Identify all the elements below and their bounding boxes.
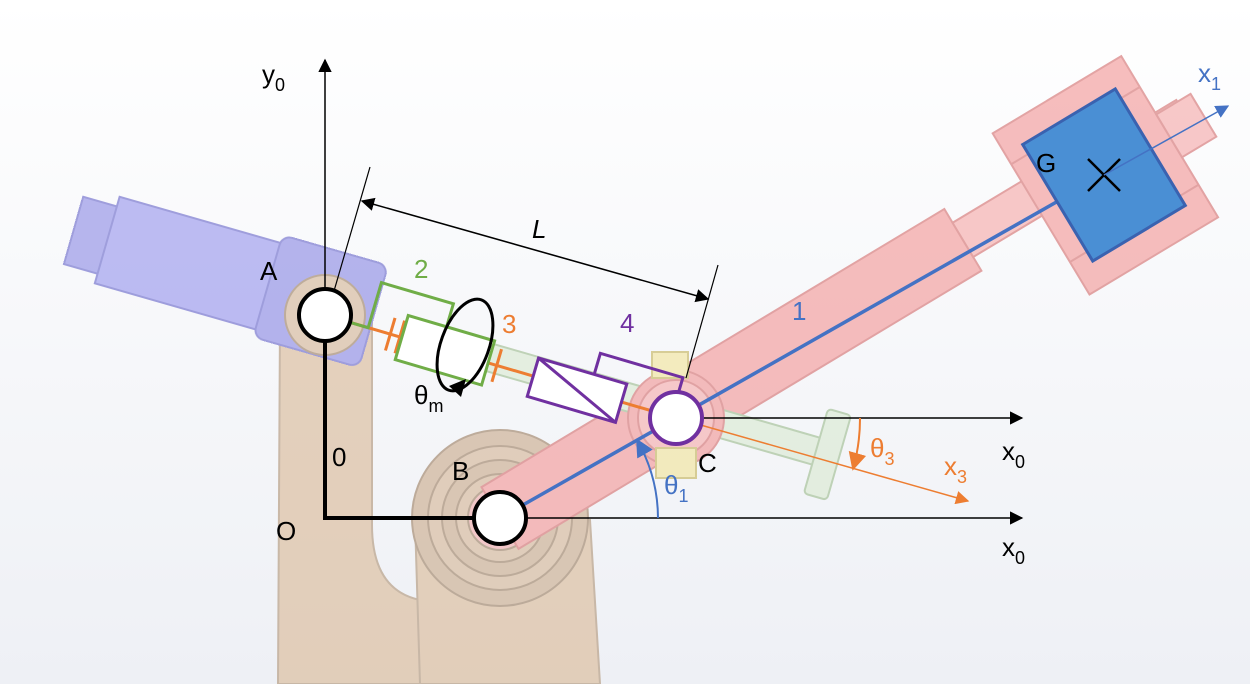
link-3-label: 3 <box>502 309 516 339</box>
x1-axis-arrow <box>1103 105 1230 176</box>
link-0-label: 0 <box>332 442 346 472</box>
origin-o-label: O <box>276 516 296 546</box>
point-g-label: G <box>1036 148 1056 178</box>
y0-label: y0 <box>262 59 285 95</box>
x0-lower-label: x0 <box>1002 532 1025 568</box>
link-1-line <box>499 173 1105 520</box>
link-1-label: 1 <box>792 296 806 326</box>
dimension-line-l <box>360 197 710 303</box>
joint-a <box>297 287 353 343</box>
thetam-label: θm <box>414 380 443 416</box>
point-b-label: B <box>452 456 469 486</box>
x0-upper-label: x0 <box>1002 436 1025 472</box>
link-2-label: 2 <box>414 254 428 284</box>
link-4-label: 4 <box>620 308 634 338</box>
x3-label: x3 <box>944 451 967 487</box>
theta3-label: θ3 <box>870 433 894 469</box>
theta1-label: θ1 <box>664 470 688 506</box>
dimension-extension-right <box>685 264 719 379</box>
theta1-arc <box>636 438 659 519</box>
joint-b <box>472 490 528 546</box>
theta3-arc <box>848 417 867 471</box>
x3-axis-arrow <box>675 417 970 505</box>
x1-label: x1 <box>1198 58 1221 94</box>
point-c-label: C <box>698 448 717 478</box>
joint-c <box>648 390 704 446</box>
point-a-label: A <box>260 256 278 286</box>
length-l-label: L <box>532 214 546 244</box>
